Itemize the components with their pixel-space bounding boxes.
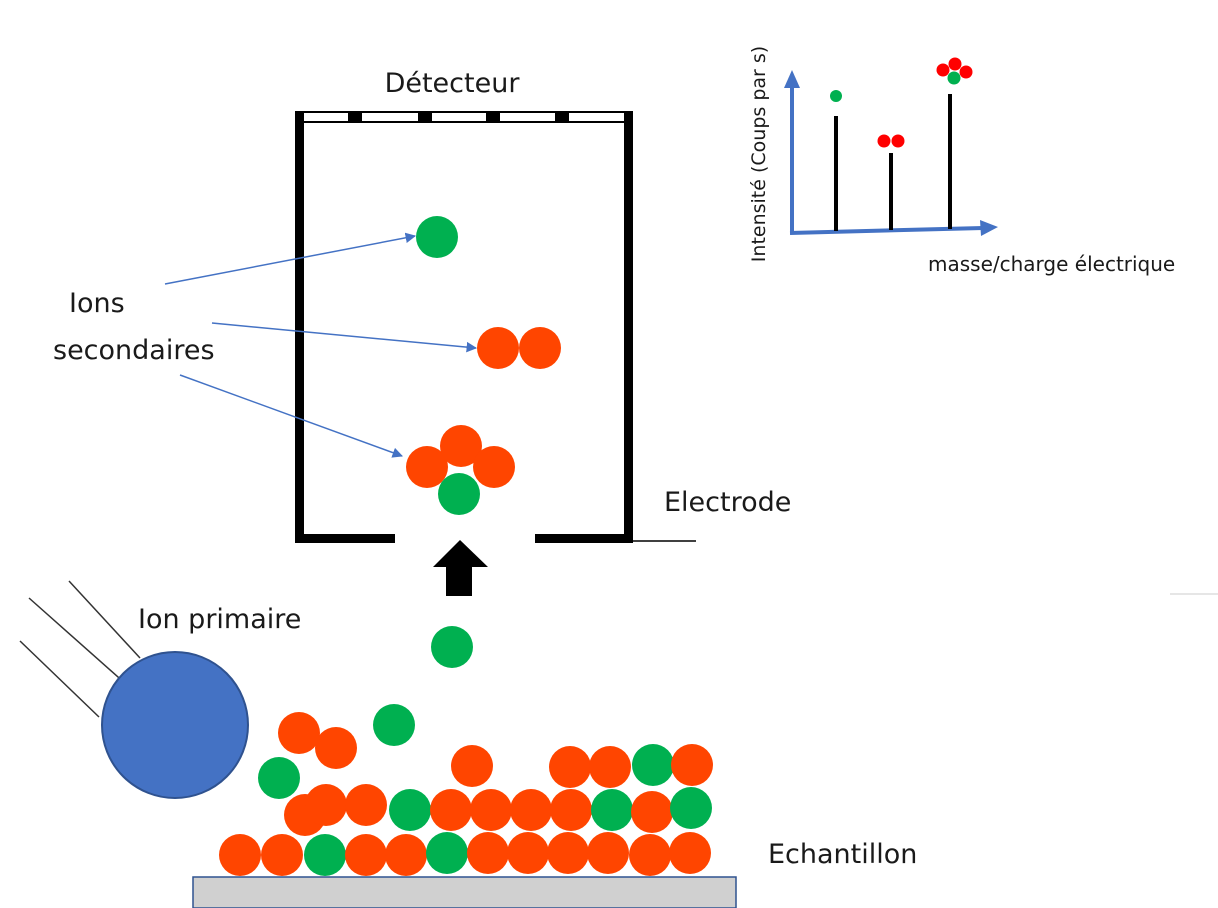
peak-red-ion [959,65,973,79]
orange-ion [440,425,482,467]
motion-line [68,580,141,659]
electrode-right [535,534,633,543]
sample-orange-atom [430,789,472,831]
chamber-left-wall [295,113,304,542]
sample-orange-atom [261,834,303,876]
sample-orange-atom [550,789,592,831]
sample-base [192,876,737,908]
detector-segment [555,112,569,121]
pointer-arrow [179,374,403,458]
secondary-ions-label-line2: secondaires [53,335,215,366]
y-axis-arrow-icon [784,70,800,88]
ejected-green-ion [431,626,473,668]
electrode-left [295,534,395,543]
detector-segment [486,112,500,121]
sample-label: Echantillon [768,839,917,870]
sample-orange-atom [451,745,493,787]
sample-green-atom [632,744,674,786]
sample-orange-atom [589,746,631,788]
sample-orange-atom [278,712,320,754]
peak-green-ion [830,90,842,102]
secondary-ions [406,216,561,515]
electrode-label: Electrode [664,487,791,518]
sample-orange-atom [669,832,711,874]
pointer-arrow [211,322,478,353]
peak-red-ion [877,134,891,148]
sample-orange-atom [219,834,261,876]
sample-atoms [219,704,713,876]
motion-line [28,597,137,694]
sample-green-atom [258,757,300,799]
sample-orange-atom [467,832,509,874]
orange-ion [473,446,515,488]
green-ion [438,473,480,515]
sample-orange-atom [345,784,387,826]
sample-green-atom [389,789,431,831]
sample-orange-atom [631,791,673,833]
sample-green-atom [373,704,415,746]
sample-orange-atom [629,834,671,876]
sample-orange-atom [671,744,713,786]
chamber-right-wall [624,113,633,542]
detector-segment [418,112,432,121]
peak-red-ion [936,63,950,77]
sample-green-atom [426,832,468,874]
detector-segment [348,112,362,121]
detector-label: Détecteur [385,68,521,99]
primary-ion-label: Ion primaire [138,604,301,635]
sample-orange-atom [507,832,549,874]
sample-orange-atom [345,834,387,876]
spectrum-y-label: Intensité (Coups par s) [748,46,770,262]
spectrum-x-axis [789,226,984,235]
orange-ion [477,327,519,369]
detector-plate [295,111,633,123]
motion-line [19,640,100,718]
orange-ion [519,327,561,369]
sample-orange-atom [470,789,512,831]
upward-arrow-icon [433,540,488,596]
sample-green-atom [670,787,712,829]
x-axis-arrow-icon [980,220,998,236]
sample-orange-atom [385,834,427,876]
sample-orange-atom [510,789,552,831]
pointer-arrow [164,232,417,285]
primary-ion-ball [101,651,249,799]
green-ion [416,216,458,258]
spectrum-x-label: masse/charge électrique [928,252,1175,276]
sample-orange-atom [549,746,591,788]
sample-orange-atom [547,832,589,874]
sample-orange-atom [305,784,347,826]
peak-red-ion [948,57,962,71]
peak-red-ion [891,134,905,148]
sample-orange-atom [315,727,357,769]
primary-ion [19,580,249,799]
sample-green-atom [591,789,633,831]
mass-spectrum: Intensité (Coups par s) masse/charge éle… [748,46,1175,276]
peak-green-ion [947,71,961,85]
detector-chamber [295,111,696,543]
secondary-ions-label-line1: Ions [69,288,125,319]
orange-ion [406,446,448,488]
sample-green-atom [304,834,346,876]
sample-orange-atom [587,832,629,874]
